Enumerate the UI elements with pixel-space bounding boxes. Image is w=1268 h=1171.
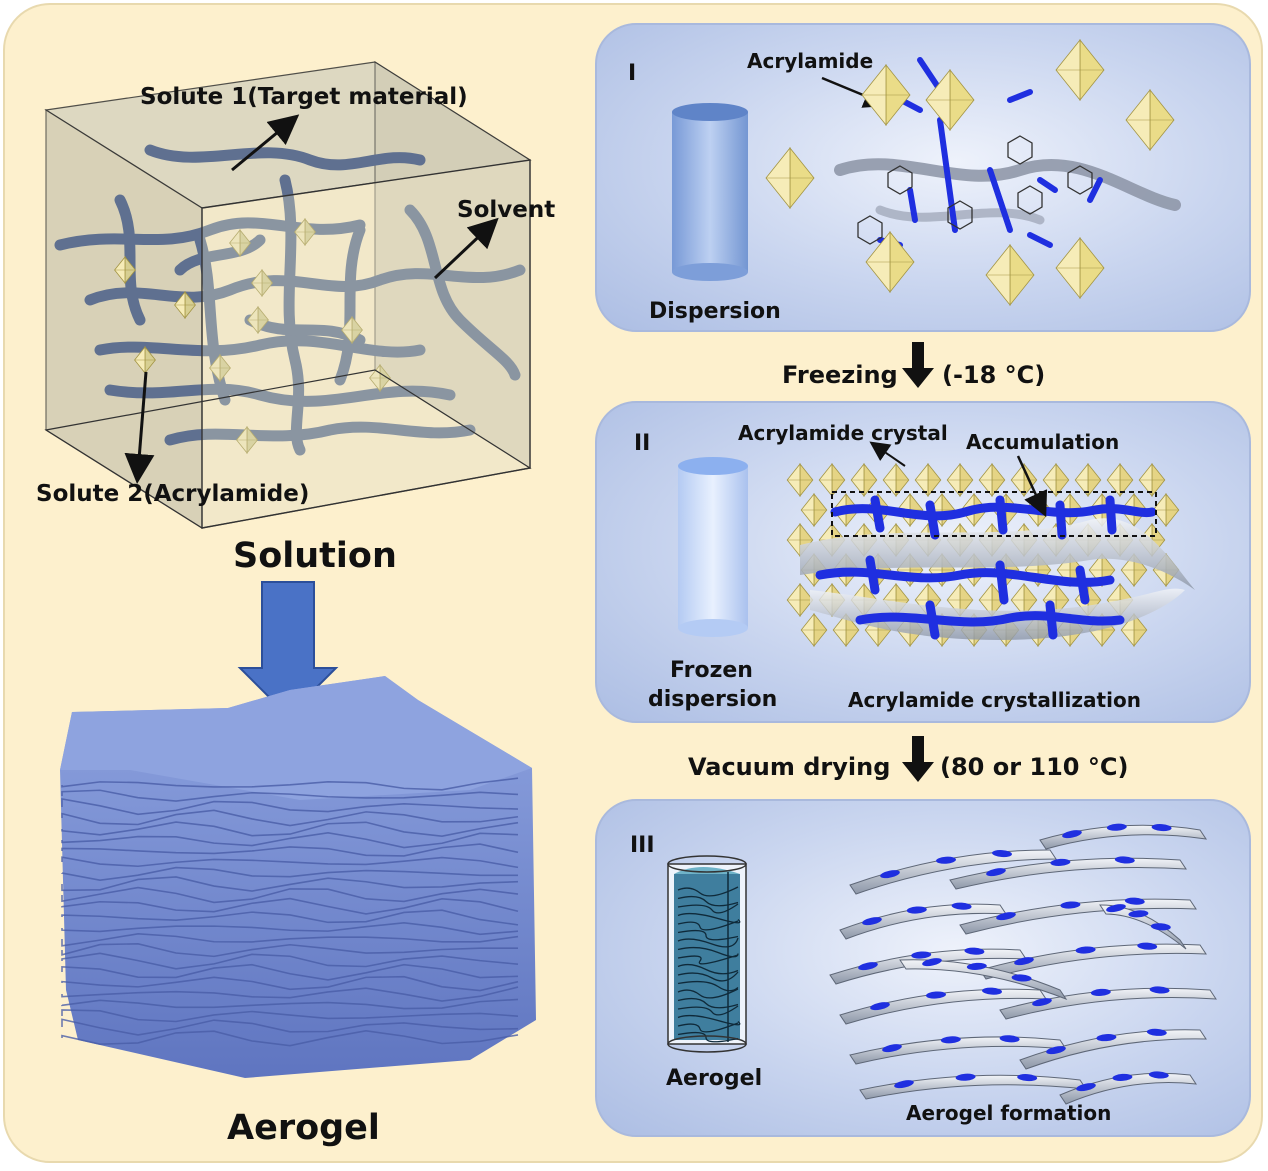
panel-ii-numeral: II <box>634 431 650 456</box>
aerogel-formation-label: Aerogel formation <box>906 1101 1111 1125</box>
solute1-label: Solute 1(Target material) <box>140 84 468 110</box>
solution-title: Solution <box>233 536 397 576</box>
acrylamide-crystal-label: Acrylamide crystal <box>738 421 948 445</box>
target-sheet-lower <box>810 588 1185 640</box>
vacuum-drying-label: Vacuum drying <box>688 753 890 781</box>
aerogel-layers <box>61 777 519 1047</box>
accumulation-box <box>831 491 1157 537</box>
aerogel-panel-label: Aerogel <box>666 1066 762 1091</box>
solvent-arrow <box>433 217 499 280</box>
freezing-condition: (-18 °C) <box>942 361 1045 389</box>
solution-cube <box>44 60 532 530</box>
accumulation-label: Accumulation <box>966 430 1119 454</box>
frozen-dispersion-cylinder <box>678 457 748 637</box>
molecular-interaction <box>765 38 1181 307</box>
acrylamide-label: Acrylamide <box>747 49 873 73</box>
crystallization-label: Acrylamide crystallization <box>848 688 1141 712</box>
solute2-label: Solute 2(Acrylamide) <box>36 481 309 507</box>
solute1-arrow <box>231 114 300 172</box>
panel-i-numeral: I <box>628 61 636 86</box>
solvent-label: Solvent <box>457 197 555 223</box>
aerogel-cylinder <box>667 855 747 1053</box>
dispersion-cylinder <box>672 103 748 281</box>
panel-iii-numeral: III <box>630 833 655 858</box>
aerogel-title: Aerogel <box>227 1108 380 1148</box>
crystal-arrow <box>869 441 906 467</box>
accumulation-arrow <box>1016 455 1048 518</box>
frozen-label-line2: dispersion <box>648 687 777 712</box>
aerogel-stack <box>60 676 536 1078</box>
vacuum-drying-condition: (80 or 110 °C) <box>940 753 1128 781</box>
solute2-arrow <box>124 371 155 484</box>
frozen-label-line1: Frozen <box>670 658 753 683</box>
vacuum-drying-arrow <box>902 736 934 782</box>
freezing-label: Freezing <box>782 361 898 389</box>
aerogel-structure <box>829 823 1217 1105</box>
dispersion-label: Dispersion <box>649 299 781 324</box>
accumulated-polymer <box>815 495 1157 640</box>
freezing-arrow <box>902 342 934 388</box>
acrylamide-molecules <box>114 217 391 455</box>
